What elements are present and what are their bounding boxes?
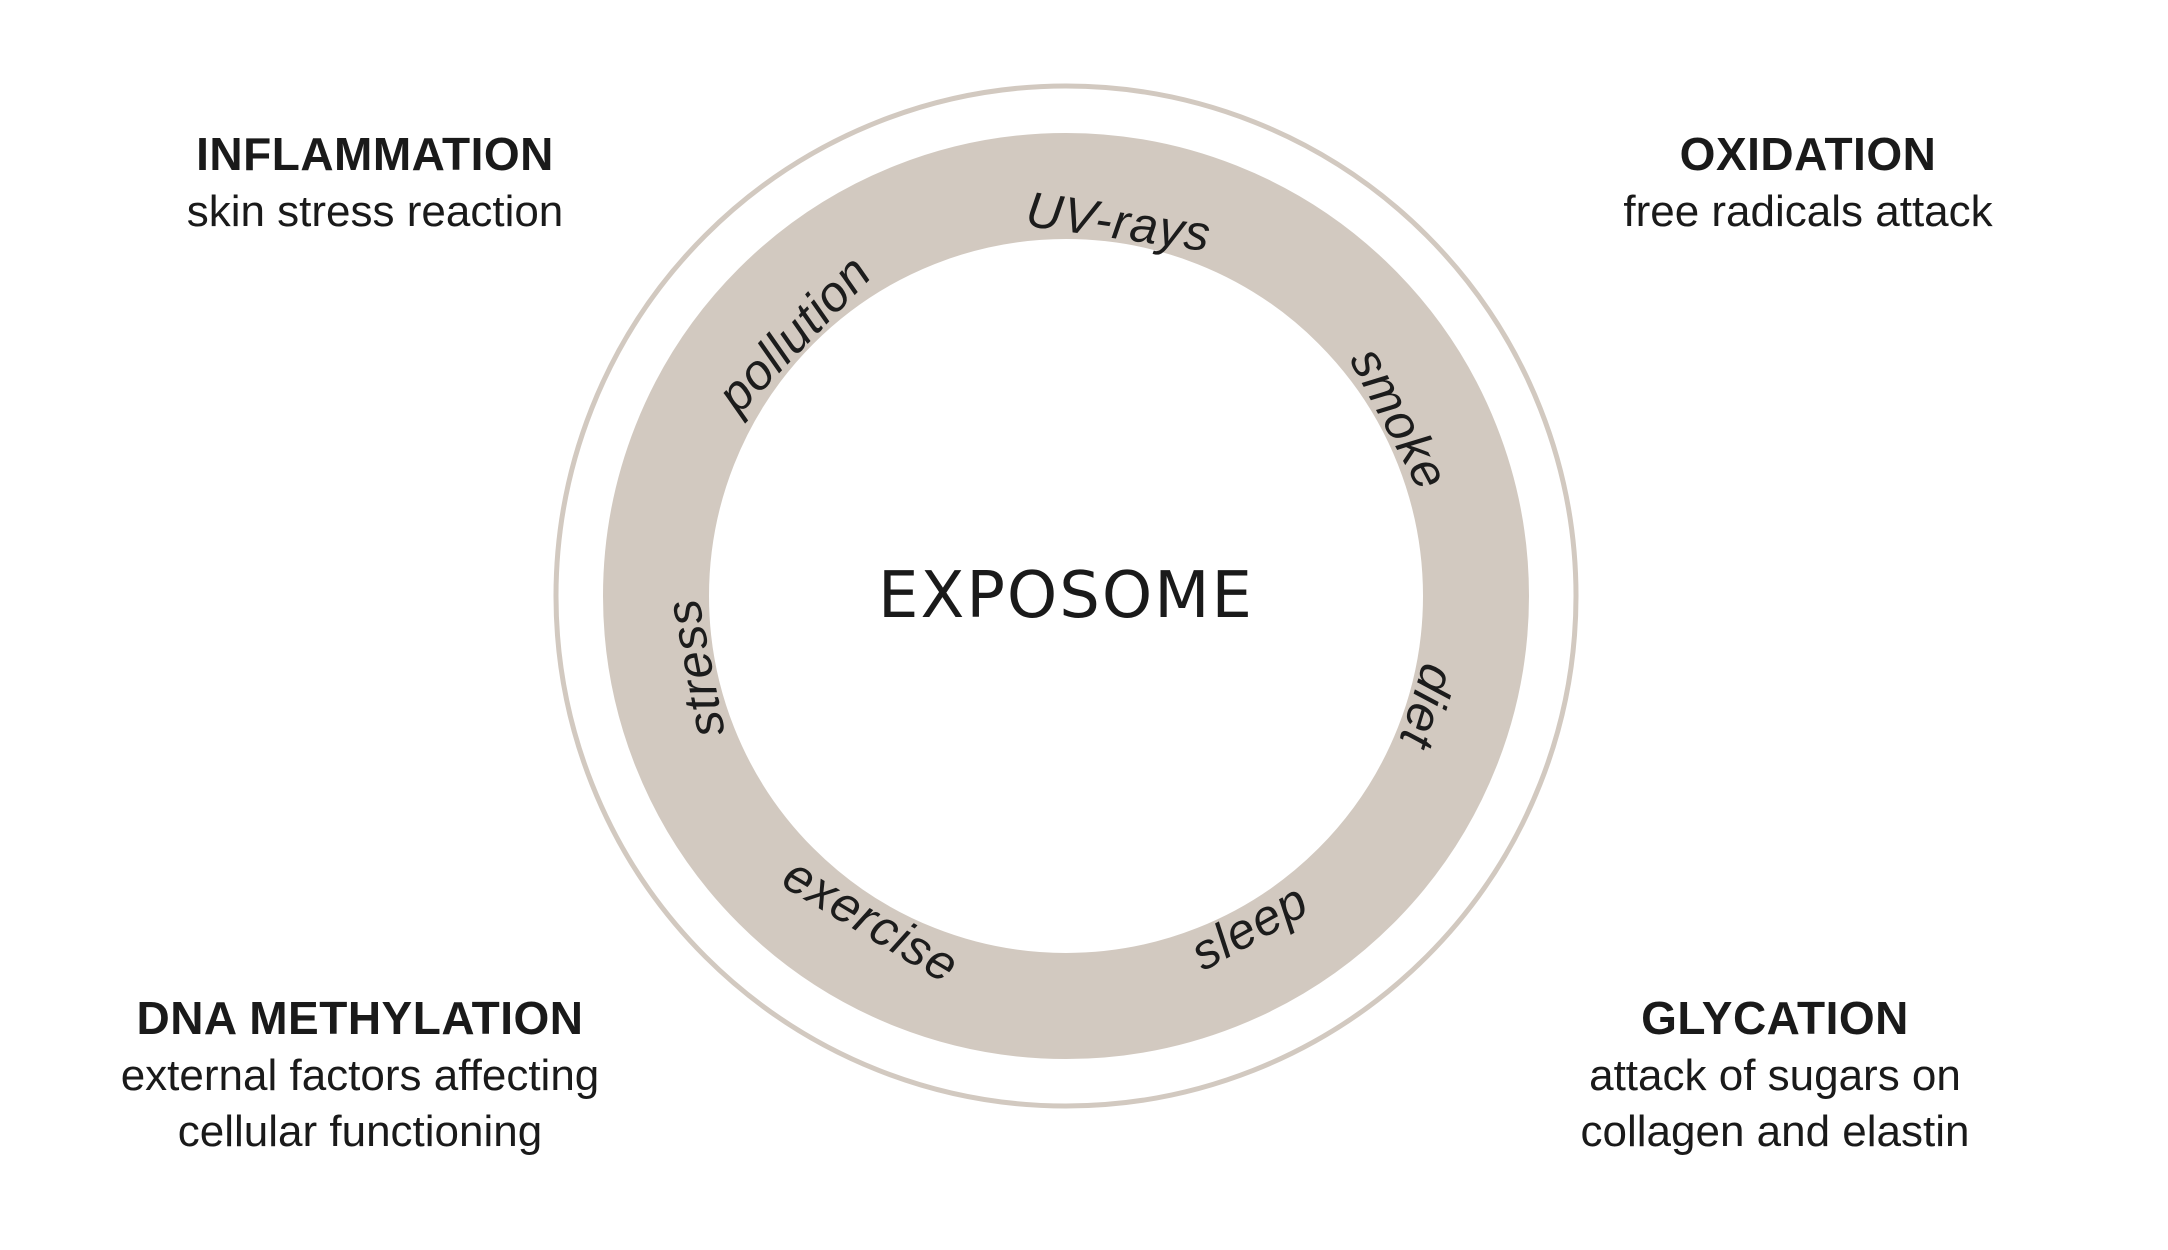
corner-subtitle-line: collagen and elastin bbox=[1580, 1106, 1970, 1156]
corner-title: INFLAMMATION bbox=[196, 128, 554, 180]
corner-block-dna-methylation: DNA METHYLATION external factors affecti… bbox=[40, 990, 680, 1160]
corner-title: OXIDATION bbox=[1679, 128, 1937, 180]
corner-subtitle-line: attack of sugars on bbox=[1589, 1050, 1961, 1100]
corner-title: GLYCATION bbox=[1641, 992, 1909, 1044]
corner-subtitle-line: cellular functioning bbox=[177, 1106, 543, 1156]
corner-subtitle-line: free radicals attack bbox=[1623, 186, 1993, 236]
corner-block-inflammation: INFLAMMATION skin stress reaction bbox=[55, 126, 695, 240]
center-label: EXPOSOME bbox=[878, 559, 1254, 633]
corner-block-oxidation: OXIDATION free radicals attack bbox=[1488, 126, 2128, 240]
corner-subtitle-line: external factors affecting bbox=[120, 1050, 600, 1100]
corner-block-glycation: GLYCATION attack of sugars on collagen a… bbox=[1455, 990, 2095, 1160]
exposome-ring bbox=[603, 133, 1529, 1059]
corner-subtitle-line: skin stress reaction bbox=[186, 186, 564, 236]
corner-title: DNA METHYLATION bbox=[136, 992, 584, 1044]
outer-outline-circle bbox=[553, 83, 1579, 1109]
